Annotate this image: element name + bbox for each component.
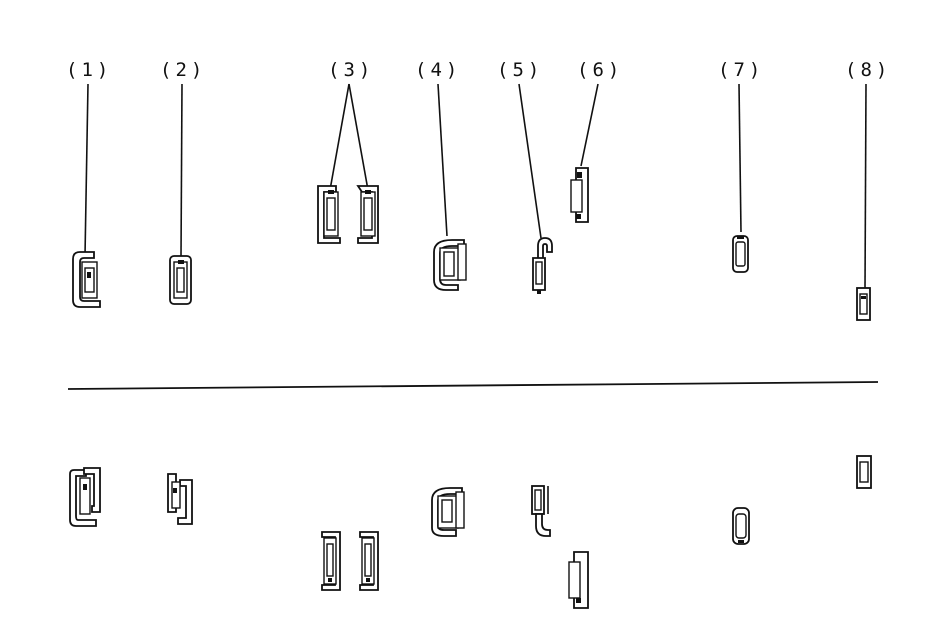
part-4-top	[433, 239, 467, 291]
part-6-top	[570, 167, 589, 223]
part-2-top	[169, 255, 192, 305]
part-3-bottom-right	[359, 531, 379, 591]
leader-lines	[84, 83, 867, 291]
leader-line-6	[580, 83, 599, 167]
leader-line-3b	[348, 83, 369, 191]
part-1-top	[72, 251, 101, 308]
leader-line-2	[180, 83, 183, 259]
part-1-bottom	[69, 467, 101, 527]
label-8: (8)	[845, 59, 891, 81]
part-7-top	[732, 235, 749, 273]
part-3-top-right	[356, 185, 379, 244]
part-4-bottom	[431, 487, 465, 537]
label-5: (5)	[497, 59, 543, 81]
part-5-top	[532, 237, 553, 294]
leader-line-3a	[329, 83, 350, 191]
label-2: (2)	[160, 59, 206, 81]
divider-line	[67, 381, 879, 390]
leader-line-4	[437, 83, 448, 237]
leader-line-7	[738, 83, 742, 233]
part-3-bottom-left	[321, 531, 341, 591]
part-2-bottom	[167, 473, 193, 525]
leader-line-5	[518, 83, 542, 239]
part-5-bottom	[531, 485, 551, 537]
part-3-top-left	[317, 185, 341, 244]
leader-line-8	[864, 83, 867, 291]
label-7: (7)	[718, 59, 764, 81]
part-6-bottom	[568, 551, 589, 609]
leader-line-1	[84, 83, 89, 257]
label-1: (1)	[66, 59, 112, 81]
part-8-bottom	[856, 455, 872, 489]
part-8-top	[856, 287, 871, 321]
label-3: (3)	[328, 59, 374, 81]
label-6: (6)	[577, 59, 623, 81]
label-4: (4)	[415, 59, 461, 81]
part-7-bottom	[732, 507, 750, 545]
